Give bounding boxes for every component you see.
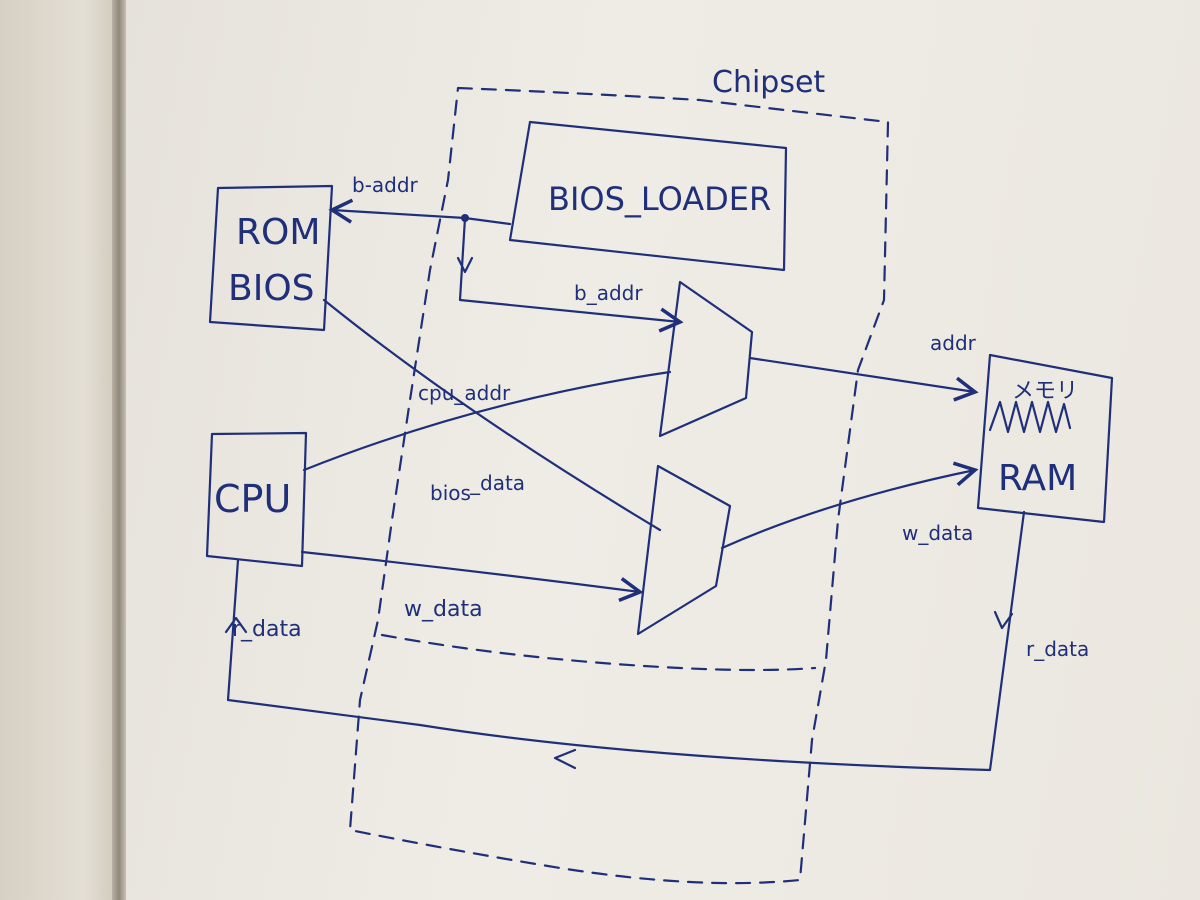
bios-data-wire: [322, 298, 662, 532]
r-data-cpu-label: r_data: [232, 617, 302, 642]
chipset-label: Chipset: [712, 65, 825, 100]
scribble-mark: [988, 400, 1072, 434]
data-mux: [636, 464, 732, 636]
w-data-ram-label: w_data: [902, 521, 973, 545]
bios-loader-label: BIOS_LOADER: [548, 180, 771, 218]
b-addr-down-arrow: [456, 256, 474, 274]
bios-data-label-1: bios: [430, 481, 471, 505]
address-mux: [658, 280, 754, 438]
ram-label: RAM: [998, 458, 1077, 499]
w-data-cpu-wire: [300, 550, 644, 603]
b-addr-wire-to-mux: [458, 216, 684, 333]
chipset-boundary-inner: [380, 633, 817, 672]
rom-label: ROM: [236, 212, 320, 253]
chipset-boundary-outer: [348, 86, 890, 885]
ram-top-label: メモリ: [1012, 379, 1078, 404]
b-addr-top-label: b-addr: [352, 173, 419, 197]
addr-wire: [748, 356, 979, 402]
r-data-left-arrow: [553, 748, 577, 770]
w-data-cpu-label: w_data: [404, 597, 483, 622]
bios-loader-box: [508, 120, 788, 272]
left-notebook-page: [0, 0, 120, 900]
bios-data-label-2: _data: [469, 471, 525, 495]
r-data-down-arrow: [993, 610, 1014, 630]
addr-label: addr: [930, 331, 977, 355]
b-addr-mid-label: b_addr: [574, 281, 643, 305]
cpu-addr-wire: [302, 370, 672, 472]
notebook-binding: [112, 0, 126, 900]
cpu-box: [205, 431, 308, 568]
r-data-loop-wire: [226, 510, 1026, 772]
ram-box: [976, 353, 1114, 524]
bios-label: BIOS: [228, 268, 315, 309]
rom-bios-box: [208, 184, 334, 332]
cpu-label: CPU: [214, 477, 291, 521]
b-addr-wire-to-rom: [328, 198, 512, 226]
r-data-up-arrow: [224, 616, 248, 634]
cpu-addr-label: cpu_addr: [418, 381, 511, 405]
r-data-ram-label: r_data: [1026, 637, 1089, 661]
w-data-ram-wire: [720, 461, 979, 550]
